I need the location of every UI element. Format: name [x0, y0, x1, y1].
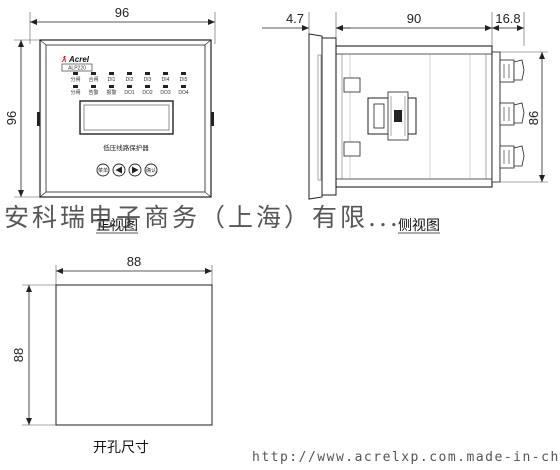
led-label: DO2 — [142, 90, 153, 96]
watermark-company: 安科瑞电子商务（上海）有限... — [4, 203, 401, 232]
front-height-dim: 96 — [4, 111, 19, 125]
led-indicator — [127, 85, 132, 88]
led-indicator — [73, 72, 78, 75]
led-indicator — [91, 85, 96, 88]
cutout-width-dim: 88 — [127, 254, 141, 269]
led-indicator — [91, 72, 96, 75]
terminal-1 — [499, 59, 525, 83]
lcd-display — [79, 100, 174, 135]
model-badge — [61, 63, 93, 72]
led-label: 告警 — [88, 89, 98, 96]
side-dim-mid: 90 — [407, 11, 421, 26]
right-arrow-icon — [132, 166, 139, 174]
led-label: 分闸 — [70, 76, 80, 83]
side-view: 4.7 90 16.8 — [262, 11, 548, 234]
led-indicator — [181, 72, 186, 75]
cutout-height-dim: 88 — [11, 348, 26, 362]
side-bezel-flange — [321, 37, 337, 196]
menu-button[interactable] — [96, 163, 110, 177]
led-label: 合闸 — [88, 76, 98, 83]
brand-logo-icon: ƛ — [61, 55, 67, 64]
led-label: DI4 — [162, 77, 170, 83]
led-label: DO3 — [160, 90, 171, 96]
led-label: DI2 — [126, 77, 134, 83]
confirm-button-label: 确认 — [146, 167, 156, 174]
led-label: DI5 — [180, 77, 188, 83]
front-right-clip — [211, 112, 214, 126]
side-dim-left: 4.7 — [286, 11, 304, 26]
side-block — [343, 141, 361, 157]
led-row-top: 分闸 合闸 DI1 DI2 DI3 DI4 DI5 — [70, 72, 188, 83]
model-label: ALP220 — [68, 66, 86, 72]
led-label: 分闸 — [70, 89, 80, 96]
led-indicator — [109, 85, 114, 88]
side-dim-right: 16.8 — [495, 11, 520, 26]
led-label: DO1 — [124, 90, 135, 96]
led-indicator — [145, 85, 150, 88]
terminal-base — [491, 51, 501, 183]
terminal-2 — [499, 102, 525, 126]
confirm-button[interactable] — [144, 163, 158, 177]
brand-name: Acrel — [68, 55, 90, 64]
terminal-3 — [499, 145, 525, 169]
front-view-caption: 正视图 — [96, 218, 138, 234]
led-indicator — [127, 72, 132, 75]
led-label: DI1 — [108, 77, 116, 83]
cutout-rectangle — [55, 284, 213, 426]
side-bezel — [308, 33, 323, 200]
menu-button-label: 菜单 — [98, 167, 108, 174]
led-row-bottom: 分闸 告警 报警 DO1 DO2 DO3 DO4 — [70, 85, 189, 96]
led-indicator — [163, 85, 168, 88]
front-width-dim: 96 — [115, 5, 129, 20]
led-indicator — [73, 85, 78, 88]
side-view-caption: 侧视图 — [398, 218, 440, 234]
mounting-clip — [367, 91, 417, 141]
led-label: DO4 — [178, 90, 189, 96]
left-arrow-icon — [115, 166, 122, 174]
cutout-view: 88 88 开孔尺寸 — [11, 254, 213, 456]
front-view: 96 96 ƛ Acrel ALP220 分闸 合闸 — [4, 5, 216, 234]
led-indicator — [109, 72, 114, 75]
led-indicator — [163, 72, 168, 75]
led-indicator — [181, 85, 186, 88]
lcd-window — [83, 104, 170, 131]
led-label: 报警 — [106, 89, 116, 96]
watermark-url: http://www.acrelxp.com.made-in-china.com — [252, 450, 560, 465]
front-left-clip — [37, 112, 40, 126]
led-indicator — [145, 72, 150, 75]
product-name: 低压线路保护器 — [103, 143, 149, 152]
led-label: DI3 — [144, 77, 152, 83]
side-block — [343, 77, 361, 93]
cutout-caption: 开孔尺寸 — [93, 440, 149, 456]
side-height-dim: 86 — [526, 111, 541, 125]
